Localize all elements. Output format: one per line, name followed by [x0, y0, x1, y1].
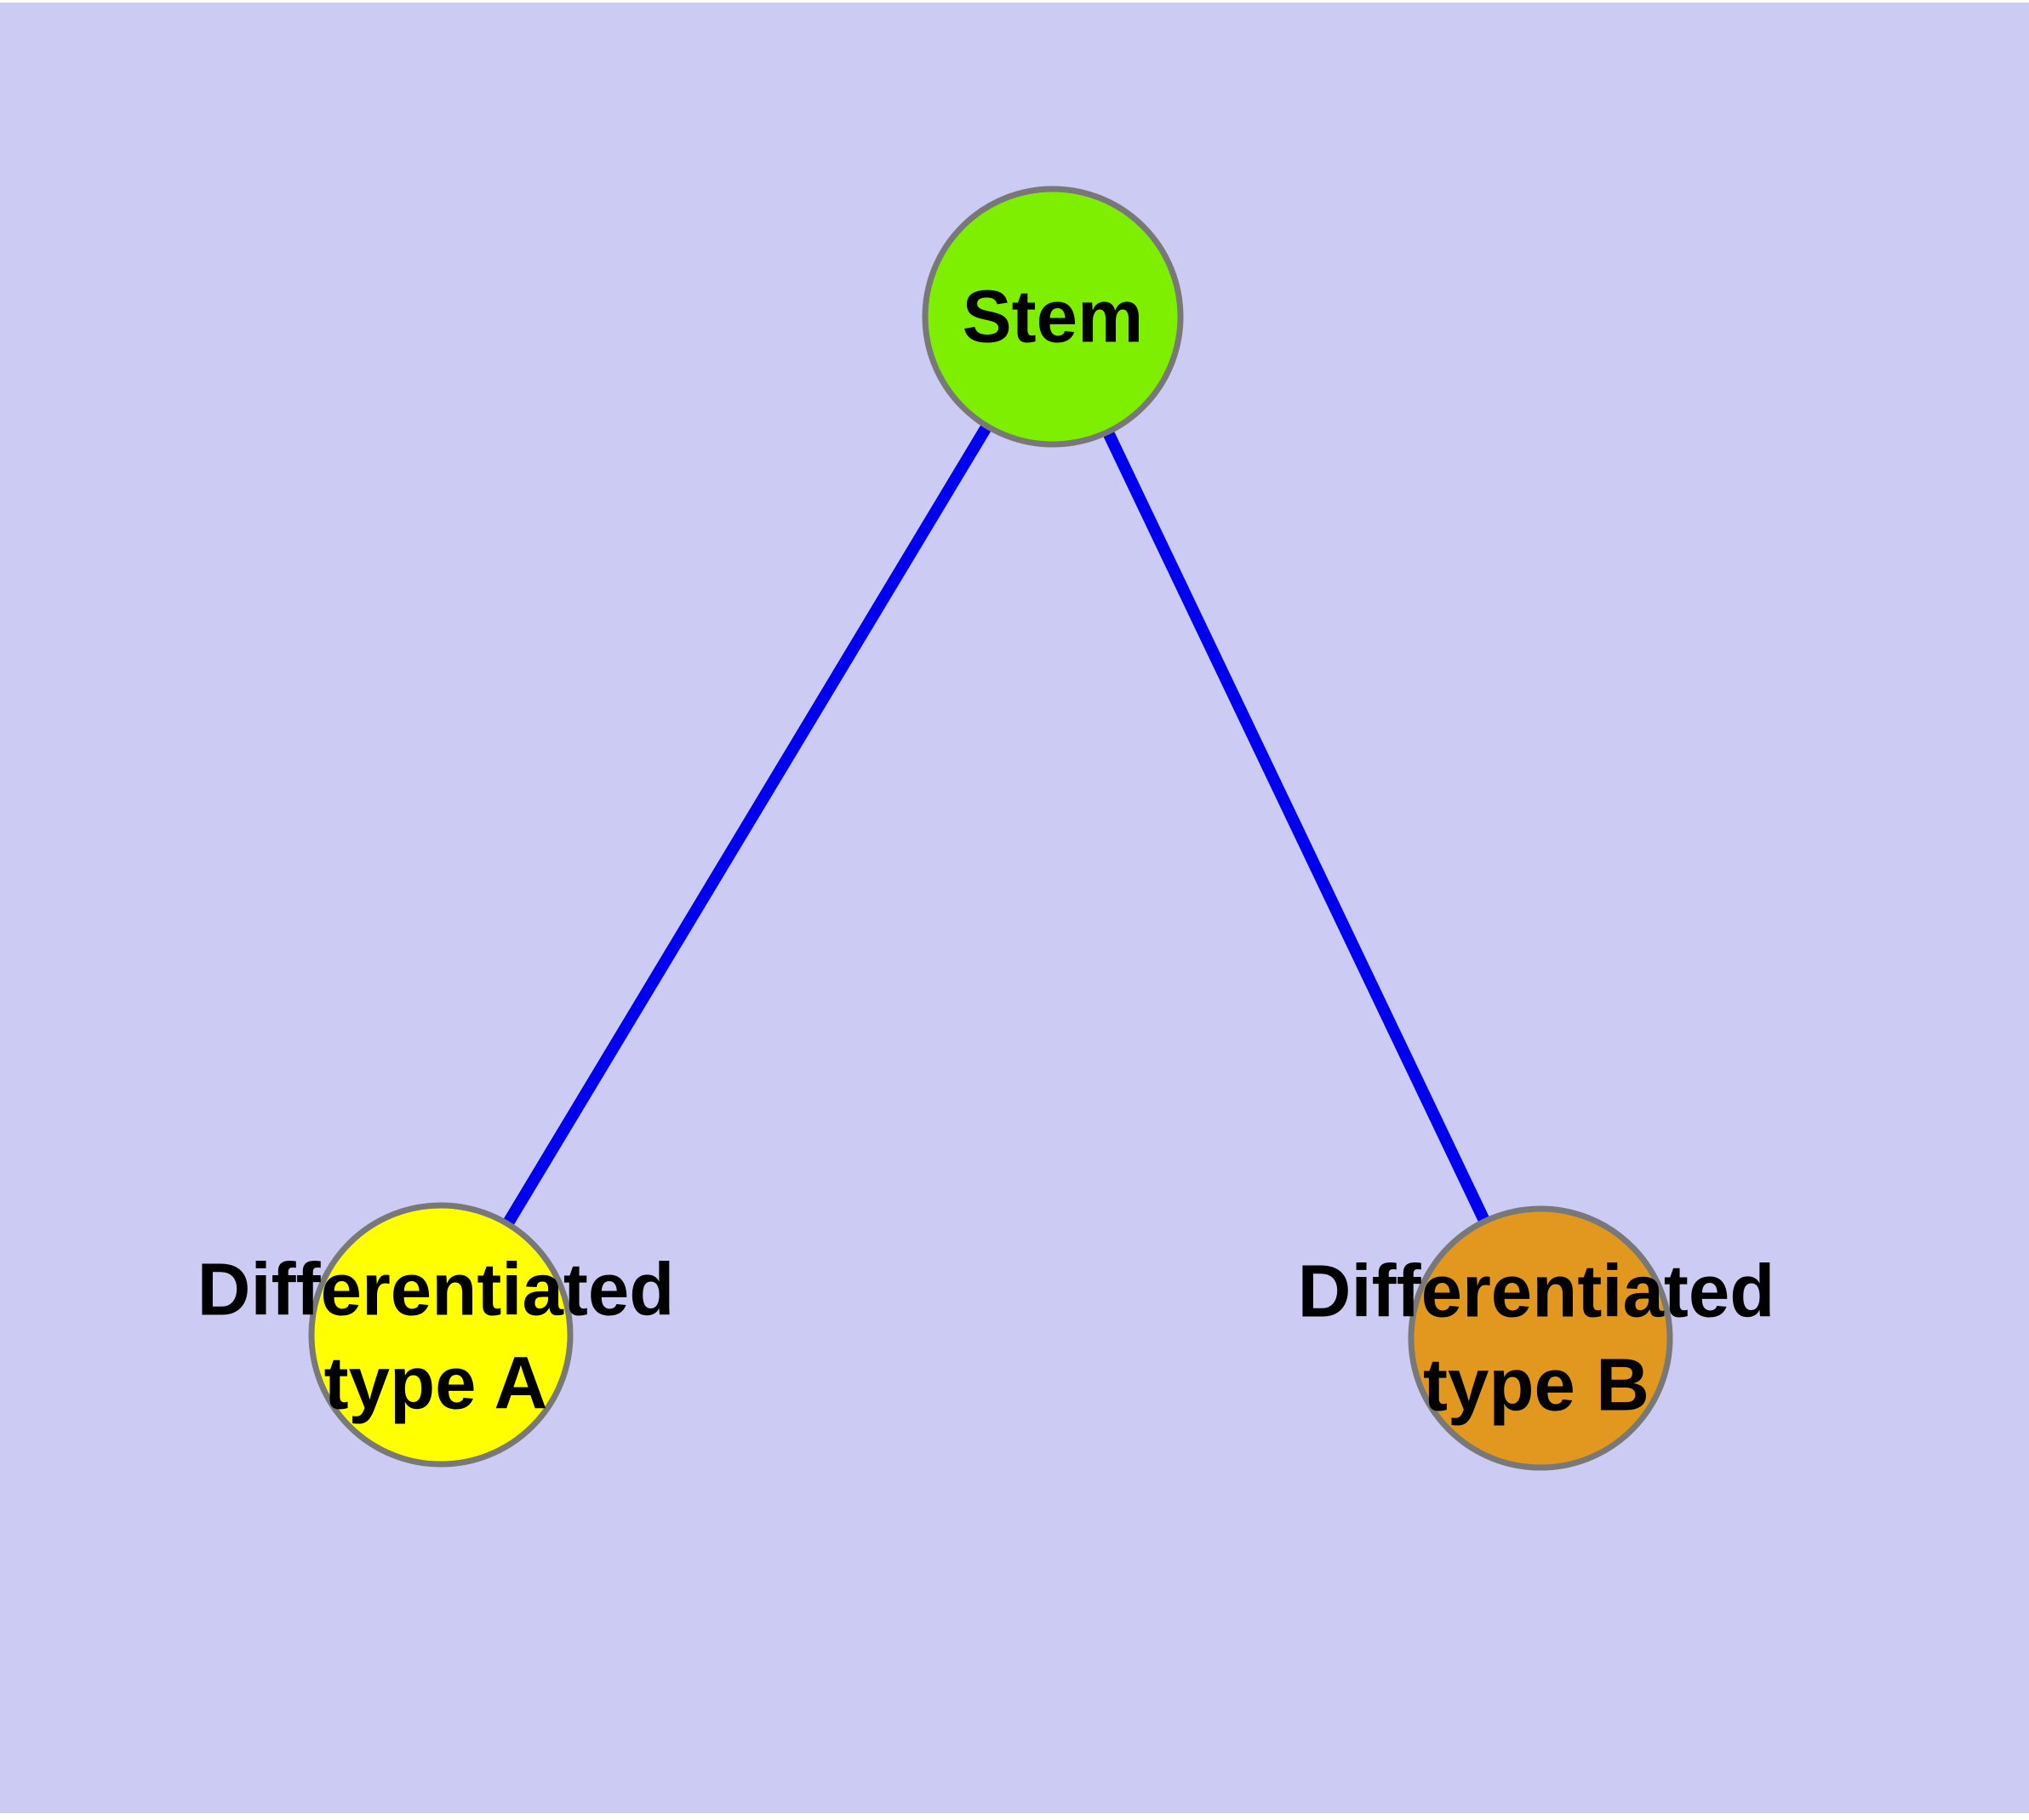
edge-stem-to-type-a — [436, 313, 1058, 1338]
node-type-a-label-line-2: type A — [324, 1342, 548, 1425]
node-stem-label: Stem — [963, 276, 1144, 358]
edge-stem-to-type-b — [1047, 313, 1546, 1342]
node-type-a-label-line-1: Differentiated — [197, 1249, 675, 1331]
node-type-b-label-line-1: Differentiated — [1298, 1251, 1775, 1333]
node-differentiated-type-a — [308, 1202, 574, 1468]
node-stem — [922, 186, 1184, 448]
node-type-b-label-line-2: type B — [1423, 1344, 1649, 1427]
node-differentiated-type-b — [1408, 1205, 1673, 1471]
